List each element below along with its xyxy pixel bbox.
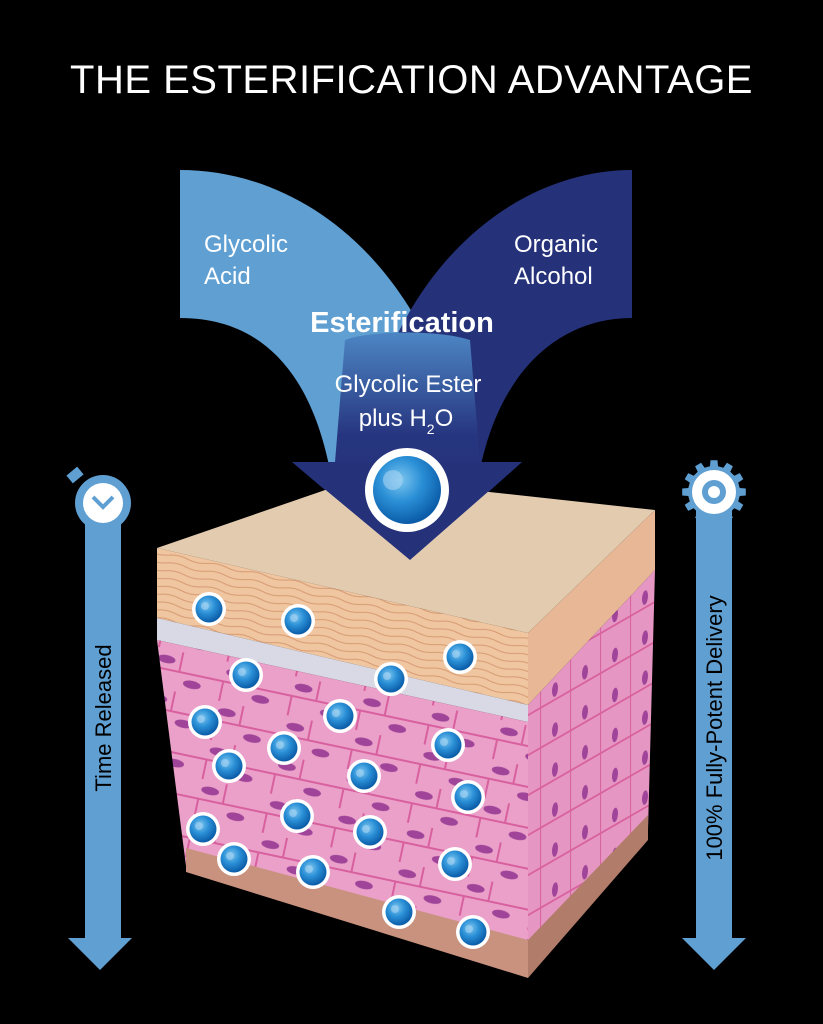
diagram-title: THE ESTERIFICATION ADVANTAGE bbox=[70, 58, 753, 102]
molecule bbox=[217, 842, 251, 876]
organic-alcohol-label-line1: Organic bbox=[514, 231, 598, 258]
skin-base-front bbox=[186, 848, 528, 978]
molecule bbox=[323, 699, 357, 733]
molecule bbox=[443, 640, 477, 674]
time-released-label: Time Released bbox=[91, 644, 116, 791]
molecule bbox=[281, 604, 315, 638]
gear-icon bbox=[682, 460, 746, 524]
molecule bbox=[192, 592, 226, 626]
molecule bbox=[347, 759, 381, 793]
molecule bbox=[382, 895, 416, 929]
epidermis-side bbox=[528, 510, 655, 705]
product-label-line1: Glycolic Ester bbox=[335, 371, 482, 398]
dermis-side bbox=[528, 570, 655, 958]
membrane-layer bbox=[157, 618, 528, 722]
stopwatch-icon bbox=[75, 475, 131, 531]
molecule bbox=[431, 728, 465, 762]
epidermis-fiber-layer bbox=[157, 548, 528, 705]
esterification-label: Esterification bbox=[310, 307, 494, 339]
glycolic-acid-label-line1: Glycolic bbox=[204, 231, 288, 258]
molecule bbox=[267, 731, 301, 765]
molecule bbox=[212, 749, 246, 783]
time-released-bar bbox=[66, 466, 132, 970]
molecule-group bbox=[186, 592, 490, 949]
skin-base-side bbox=[528, 815, 648, 978]
molecule bbox=[438, 847, 472, 881]
molecule bbox=[280, 799, 314, 833]
product-label-line2: plus H2O bbox=[359, 405, 454, 437]
glycolic-ester-molecule bbox=[365, 448, 449, 532]
molecule bbox=[451, 780, 485, 814]
molecule bbox=[456, 915, 490, 949]
molecule bbox=[229, 658, 263, 692]
molecule bbox=[188, 705, 222, 739]
skin-cube bbox=[157, 478, 655, 978]
molecule bbox=[374, 662, 408, 696]
molecule bbox=[186, 812, 220, 846]
organic-alcohol-label-line2: Alcohol bbox=[514, 263, 593, 290]
fully-potent-delivery-bar bbox=[682, 460, 746, 970]
fully-potent-delivery-label: 100% Fully-Potent Delivery bbox=[702, 595, 727, 860]
molecule bbox=[296, 855, 330, 889]
glycolic-acid-label-line2: Acid bbox=[204, 263, 251, 290]
molecule bbox=[353, 815, 387, 849]
